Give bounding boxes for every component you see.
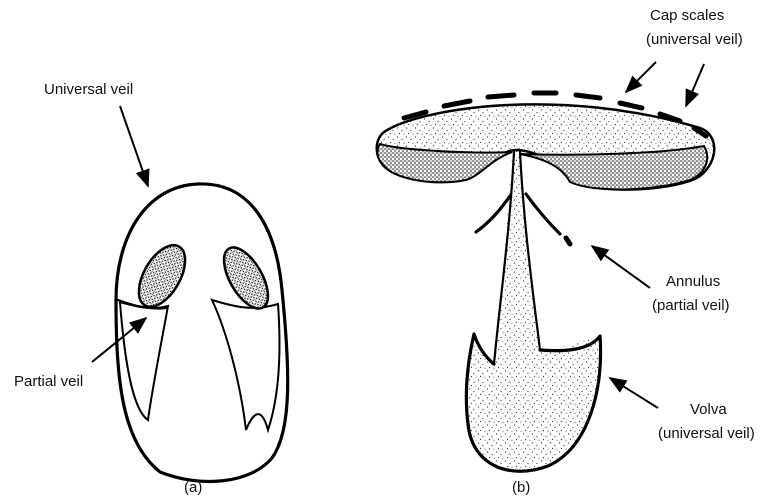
- label-cap-scales-sub: (universal veil): [646, 31, 743, 48]
- arrow-cap-scales-2: [686, 64, 704, 106]
- button-stage-figure: [116, 184, 288, 482]
- annulus-left: [476, 196, 510, 232]
- arrow-cap-scales-1: [626, 62, 656, 92]
- mature-mushroom-figure: [377, 93, 715, 471]
- annulus-dash: [566, 238, 570, 244]
- label-annulus-sub: (partial veil): [652, 297, 730, 314]
- label-volva-sub: (universal veil): [658, 425, 755, 442]
- label-volva: Volva: [690, 401, 727, 418]
- stem-and-volva: [467, 150, 601, 471]
- label-panel-a: (a): [184, 479, 202, 496]
- label-partial-veil: Partial veil: [14, 373, 83, 390]
- arrow-universal-veil: [120, 106, 148, 186]
- label-panel-b: (b): [512, 479, 530, 496]
- label-cap-scales: Cap scales: [650, 7, 724, 24]
- left-gill: [129, 238, 194, 315]
- arrow-volva: [610, 378, 658, 408]
- arrow-annulus: [592, 246, 650, 288]
- right-cavity: [212, 300, 280, 430]
- annulus-right: [526, 194, 560, 234]
- label-annulus: Annulus: [666, 273, 720, 290]
- label-universal-veil: Universal veil: [44, 81, 133, 98]
